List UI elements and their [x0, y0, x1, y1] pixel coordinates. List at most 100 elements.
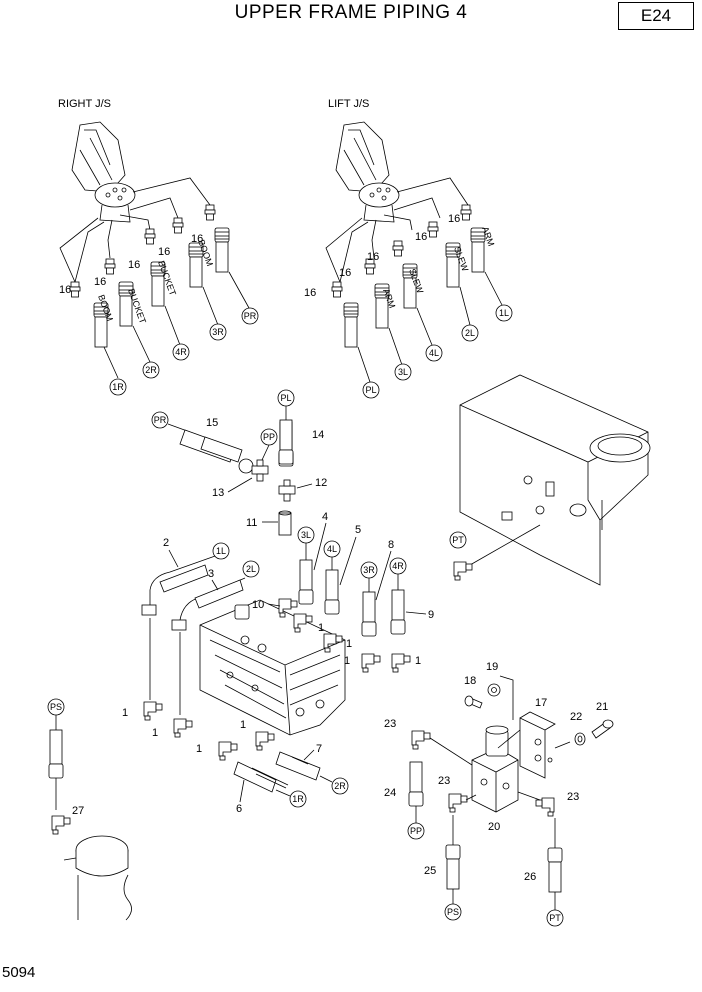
- lift-js-leader-lines: [357, 271, 503, 383]
- part-label: 10: [252, 599, 264, 611]
- part-label: 16: [59, 284, 71, 296]
- port-ps-block: PS: [447, 907, 459, 917]
- port-pl: PL: [365, 385, 376, 395]
- port-2l-pipe: 2L: [246, 564, 256, 574]
- elbow-1: [173, 718, 193, 738]
- part-label: 19: [486, 661, 498, 673]
- part-label: 5: [355, 524, 361, 536]
- part-label: 16: [304, 287, 316, 299]
- part-label: 4: [322, 511, 328, 523]
- elbow-23: [411, 730, 431, 750]
- page-number: 5094: [2, 964, 36, 981]
- port-pp-block: PP: [410, 826, 422, 836]
- tee-12: [278, 479, 296, 502]
- part-label: 1: [152, 727, 158, 739]
- port-4l-cv: 4L: [327, 544, 337, 554]
- hose-7: [275, 751, 321, 781]
- port-4r: 4R: [175, 347, 187, 357]
- port-3r: 3R: [212, 327, 224, 337]
- part-label: 27: [72, 805, 84, 817]
- hose-24: [409, 761, 423, 793]
- elbow-1: [143, 701, 163, 721]
- part-label: 1: [196, 743, 202, 755]
- port-pr: PR: [244, 311, 257, 321]
- part-label: 20: [488, 821, 500, 833]
- part-label: 16: [158, 246, 170, 258]
- part-label: 22: [570, 711, 582, 723]
- elbow-23: [448, 793, 468, 813]
- elbow-1: [255, 731, 275, 751]
- part-label: 12: [315, 477, 327, 489]
- port-1l: 1L: [499, 308, 509, 318]
- part-label: 16: [94, 276, 106, 288]
- hose-5: [325, 569, 339, 601]
- hose-6: [233, 761, 277, 793]
- right-joystick-assembly: [71, 121, 136, 223]
- part-label: 15: [206, 417, 218, 429]
- right-js-leader-lines: [103, 271, 250, 379]
- pt-fitting: [453, 561, 473, 581]
- port-pl-top: PL: [280, 393, 291, 403]
- hose-8: [362, 591, 376, 623]
- part-label: 16: [367, 251, 379, 263]
- port-3l: 3L: [398, 367, 408, 377]
- page-title: UPPER FRAME PIPING 4: [234, 2, 468, 23]
- hose-26: [548, 861, 562, 893]
- part-label: 21: [596, 701, 608, 713]
- bolt-21: [591, 719, 614, 739]
- hydraulic-tank: [459, 374, 651, 586]
- port-2l: 2L: [465, 328, 475, 338]
- bracket-17: [519, 711, 556, 779]
- port-callouts-lift-js: [362, 304, 513, 399]
- right-js-pilot-lines: [59, 177, 211, 283]
- part-label: 16: [448, 213, 460, 225]
- part-label: 23: [567, 791, 579, 803]
- part-label: 23: [438, 775, 450, 787]
- port-callouts-right-js: [109, 307, 259, 396]
- port-1r: 1R: [112, 382, 124, 392]
- lift-js-heading: LIFT J/S: [328, 98, 369, 110]
- part-label: 8: [388, 539, 394, 551]
- washer-22: [574, 732, 586, 746]
- part-label: 1: [240, 719, 246, 731]
- part-label: 16: [415, 231, 427, 243]
- part-label: 1: [318, 622, 324, 634]
- port-3r-cv: 3R: [363, 565, 375, 575]
- part-label: 16: [191, 233, 203, 245]
- part-label: 25: [424, 865, 436, 877]
- hose-ps: [49, 729, 63, 765]
- pilot-pump: [63, 835, 132, 921]
- main-control-valve: [199, 599, 346, 736]
- part-label: 26: [524, 871, 536, 883]
- part-label: 24: [384, 787, 396, 799]
- part-label: 1: [122, 707, 128, 719]
- lift-js-pilot-lines: [325, 177, 469, 283]
- port-pt-block: PT: [549, 913, 561, 923]
- port-pr-top: PR: [154, 415, 167, 425]
- port-pp-top: PP: [263, 432, 275, 442]
- part-label: 1: [346, 638, 352, 650]
- tee-13: [251, 459, 269, 482]
- nut-19: [487, 683, 501, 697]
- part-label: 14: [312, 429, 324, 441]
- part-label: 23: [384, 718, 396, 730]
- lift-joystick-assembly: [335, 121, 400, 223]
- tank-return-line: [469, 524, 541, 566]
- right-js-heading: RIGHT J/S: [58, 98, 111, 110]
- hose-4: [299, 559, 313, 591]
- port-1r-cv: 1R: [292, 794, 304, 804]
- part-label: 16: [339, 267, 351, 279]
- port-callout: [449, 531, 467, 549]
- port-ps-pump: PS: [50, 702, 62, 712]
- part-label: 1: [344, 655, 350, 667]
- part-label: 13: [212, 487, 224, 499]
- elbow-27: [51, 815, 71, 835]
- part-label: 2: [163, 537, 169, 549]
- pilot-block-20: [471, 725, 519, 813]
- port-2r-cv: 2R: [334, 781, 346, 791]
- part-label: 17: [535, 697, 547, 709]
- hose-14: [279, 419, 293, 451]
- part-label: 11: [246, 517, 257, 529]
- port-4l: 4L: [429, 348, 439, 358]
